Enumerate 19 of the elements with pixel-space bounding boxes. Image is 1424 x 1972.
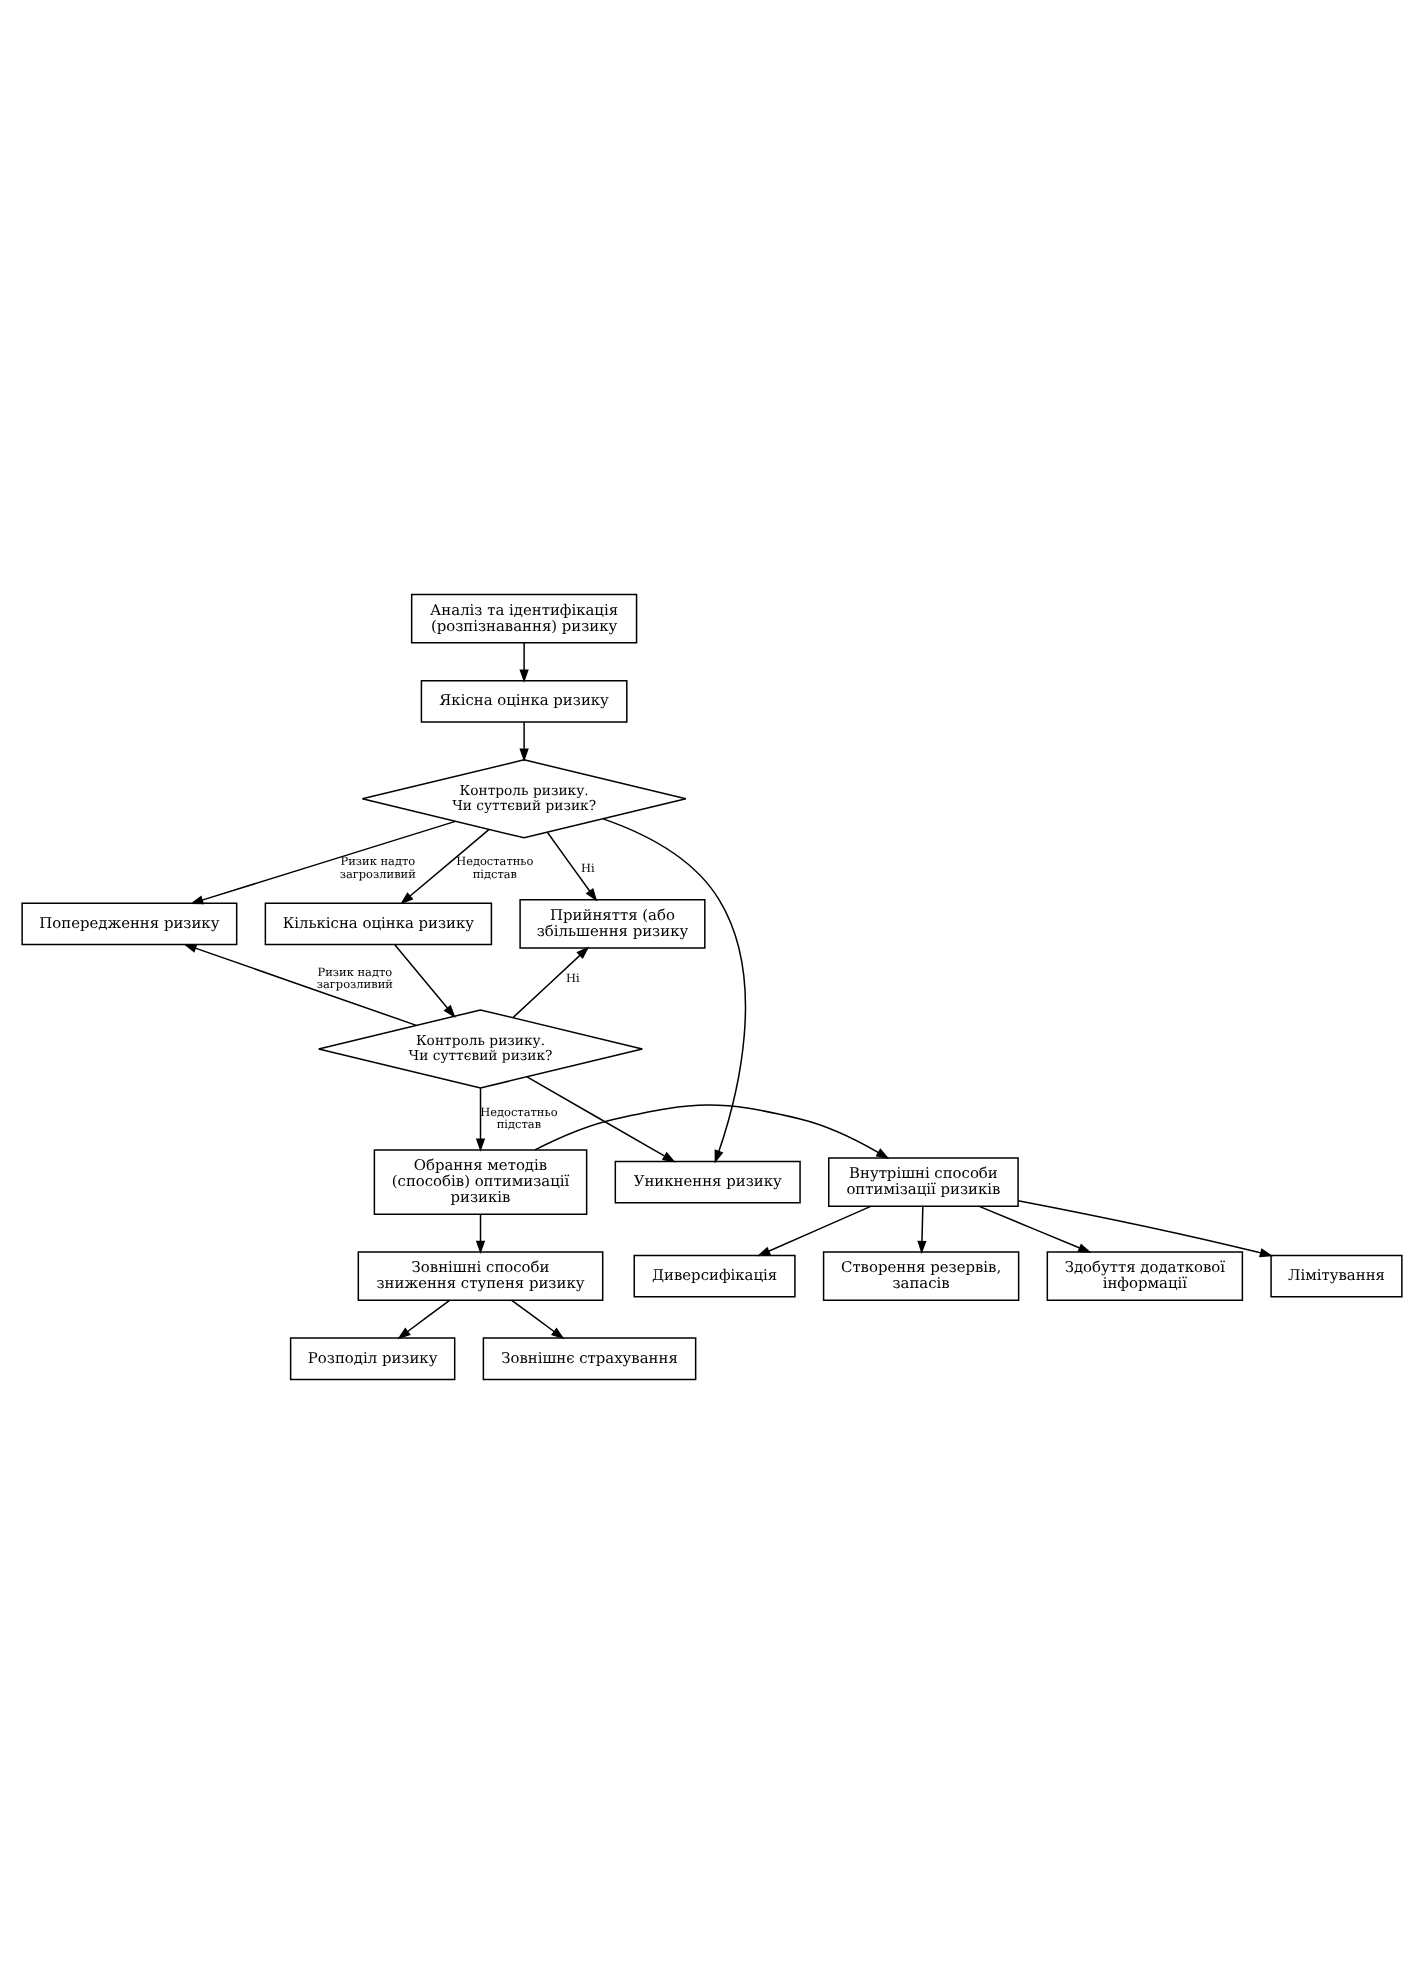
- arrow: [757, 1204, 872, 1256]
- arrow: [1017, 1198, 1274, 1257]
- arrow: [519, 641, 529, 682]
- arrow: [602, 817, 747, 1163]
- arrow: [475, 1212, 486, 1254]
- arrow: [190, 819, 457, 904]
- arrow: [475, 1086, 486, 1151]
- arrow: [534, 1103, 890, 1159]
- arrow: [183, 942, 418, 1026]
- arrow: [400, 827, 490, 904]
- arrow: [394, 943, 456, 1017]
- arrow: [917, 1204, 927, 1254]
- arrow: [512, 945, 590, 1018]
- arrow: [526, 1075, 676, 1162]
- arrow: [546, 830, 598, 901]
- arrow: [519, 720, 529, 761]
- arrow: [397, 1298, 451, 1339]
- arrow: [978, 1204, 1092, 1252]
- arrow: [511, 1298, 565, 1339]
